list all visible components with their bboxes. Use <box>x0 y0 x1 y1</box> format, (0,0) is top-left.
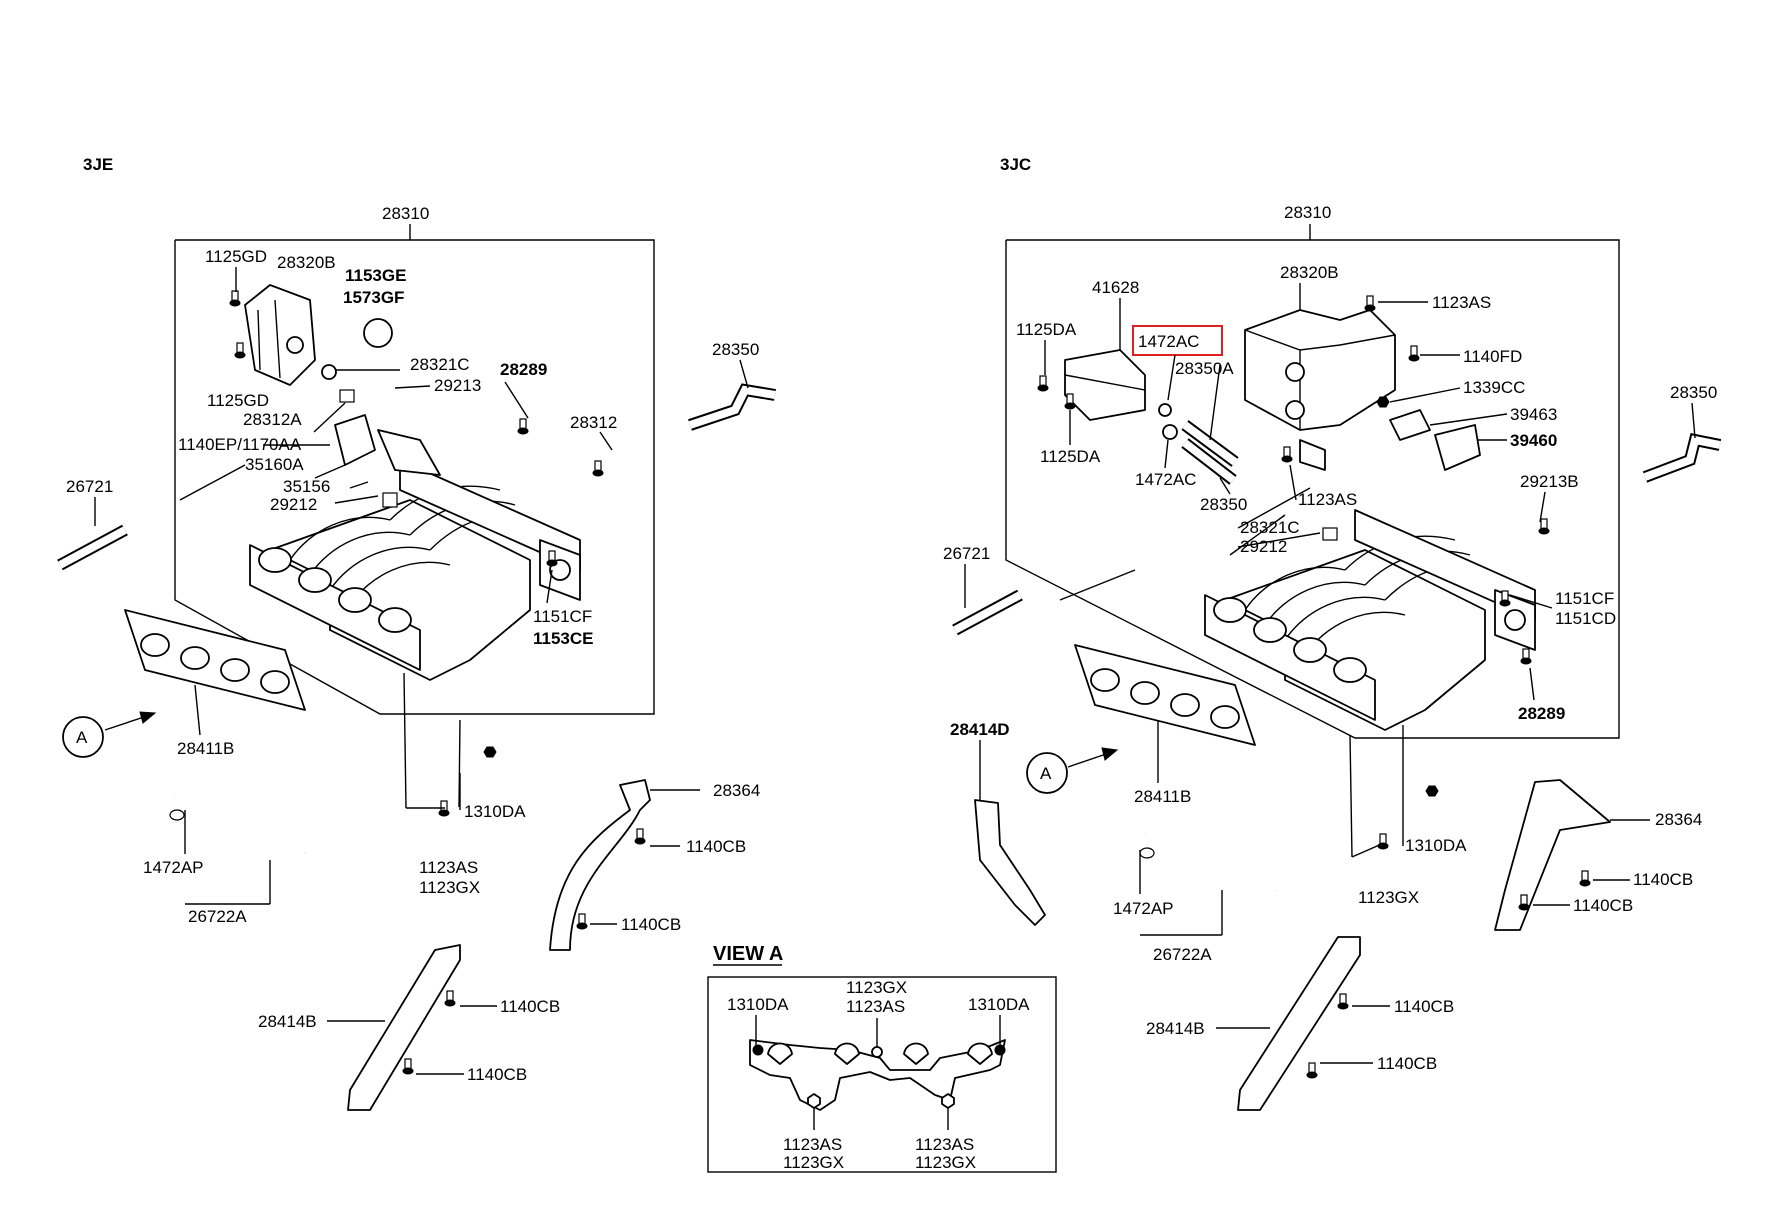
bracket-39463 <box>1389 409 1481 471</box>
callout-28289-l: 28289 <box>500 360 547 379</box>
callout-26721-l: 26721 <box>66 477 113 496</box>
view-marker-a-l: A <box>76 728 88 747</box>
callout-1140cb-rc: 1140CB <box>1394 997 1454 1016</box>
callout-1310da-l: 1310DA <box>464 802 526 821</box>
view-marker-a-r: A <box>1040 764 1052 783</box>
callout-1472ac-highlighted: 1472AC <box>1138 332 1199 351</box>
callout-1140cb-la: 1140CB <box>686 837 746 856</box>
callout-1151cf-l: 1151CF <box>533 607 592 626</box>
variant-label-3jc: 3JC <box>1000 155 1031 174</box>
callout-28350a: 28350A <box>1175 359 1234 378</box>
callout-28414b-l: 28414B <box>258 1012 317 1031</box>
viewa-1310da-left: 1310DA <box>727 995 789 1014</box>
callout-28350-lower: 28350 <box>1200 495 1247 514</box>
assembly-frame-3je <box>174 239 655 715</box>
callout-1140cb-rd: 1140CB <box>1377 1054 1437 1073</box>
callout-1123as-mid: 1123AS <box>1298 490 1357 509</box>
viewa-1310da-right: 1310DA <box>968 995 1030 1014</box>
callout-1123gx-l: 1123GX <box>419 878 480 897</box>
callout-1125gd-top: 1125GD <box>205 247 267 266</box>
viewa-1123as-top: 1123AS <box>846 997 905 1016</box>
callout-28411b-r: 28411B <box>1134 787 1191 806</box>
callout-28310-r: 28310 <box>1284 203 1331 222</box>
callout-1339cc: 1339CC <box>1463 378 1525 397</box>
callout-1140fd: 1140FD <box>1463 347 1522 366</box>
viewa-1123gx-left: 1123GX <box>783 1153 844 1172</box>
callout-28350-r: 28350 <box>1670 383 1717 402</box>
assembly-frame-3jc <box>1005 239 1620 739</box>
callout-1123as-l: 1123AS <box>419 858 478 877</box>
callout-1123as-r: 1123AS <box>1432 293 1491 312</box>
viewa-1123as-right: 1123AS <box>915 1135 974 1154</box>
callout-41628: 41628 <box>1092 278 1139 297</box>
viewa-1123gx-top: 1123GX <box>846 978 907 997</box>
callout-1140cb-ld: 1140CB <box>467 1065 527 1084</box>
callout-28364-l: 28364 <box>713 781 760 800</box>
callout-29213b: 29213B <box>1520 472 1579 491</box>
callout-1153ge: 1153GE <box>345 266 406 285</box>
callout-28320b-r: 28320B <box>1280 263 1339 282</box>
callout-1472ap-l: 1472AP <box>143 858 204 877</box>
callout-28411b-l: 28411B <box>177 739 234 758</box>
callout-29212-r: 29212 <box>1240 537 1287 556</box>
callout-1140ep: 1140EP/1170AA <box>178 435 302 454</box>
callout-29212-l: 29212 <box>270 495 317 514</box>
callout-28350-l: 28350 <box>712 340 759 359</box>
callout-1125gd-bot: 1125GD <box>207 391 269 410</box>
callout-28364-r: 28364 <box>1655 810 1702 829</box>
callout-1140cb-ra: 1140CB <box>1633 870 1693 889</box>
callout-1153ce: 1153CE <box>533 629 594 648</box>
variant-label-3je: 3JE <box>83 155 113 174</box>
callout-35156: 35156 <box>283 477 330 496</box>
callout-1151cd: 1151CD <box>1555 609 1616 628</box>
callout-28310-l: 28310 <box>382 204 429 223</box>
callout-1472ac-lower: 1472AC <box>1135 470 1196 489</box>
callout-1573gf: 1573GF <box>343 288 404 307</box>
highlight-box <box>1132 325 1223 356</box>
callout-35160a: 35160A <box>245 455 304 474</box>
callout-1472ap-r: 1472AP <box>1113 899 1174 918</box>
callout-1140cb-lb: 1140CB <box>621 915 681 934</box>
view-a-frame <box>707 976 1057 1173</box>
throttle-cover-3je <box>244 284 316 386</box>
callout-1151cf-r: 1151CF <box>1555 589 1614 608</box>
callout-28321c-l: 28321C <box>410 355 470 374</box>
throttle-body-3je <box>334 414 441 476</box>
callout-1140cb-rb: 1140CB <box>1573 896 1633 915</box>
callout-26721-r: 26721 <box>943 544 990 563</box>
callout-1125da-bot: 1125DA <box>1040 447 1101 466</box>
callout-26722a-l: 26722A <box>188 907 247 926</box>
callout-28289-r: 28289 <box>1518 704 1565 723</box>
callout-39463: 39463 <box>1510 405 1557 424</box>
sensor-41628 <box>1064 349 1178 440</box>
callout-28414b-r: 28414B <box>1146 1019 1205 1038</box>
callout-1310da-r: 1310DA <box>1405 836 1467 855</box>
viewa-1123gx-right: 1123GX <box>915 1153 976 1172</box>
viewa-1123as-left: 1123AS <box>783 1135 842 1154</box>
callout-1125da-top: 1125DA <box>1016 320 1077 339</box>
throttle-cover-3jc <box>1244 309 1396 431</box>
callout-29213: 29213 <box>434 376 481 395</box>
view-a-title: VIEW A <box>713 943 783 965</box>
callout-28414d: 28414D <box>950 720 1010 739</box>
callout-28312: 28312 <box>570 413 617 432</box>
callout-1140cb-lc: 1140CB <box>500 997 560 1016</box>
callout-39460: 39460 <box>1510 431 1557 450</box>
callout-1123gx-r: 1123GX <box>1358 888 1419 907</box>
callout-28321c-r: 28321C <box>1240 518 1300 537</box>
callout-28312a: 28312A <box>243 410 302 429</box>
callout-28320b-l: 28320B <box>277 253 336 272</box>
callout-26722a-r: 26722A <box>1153 945 1212 964</box>
